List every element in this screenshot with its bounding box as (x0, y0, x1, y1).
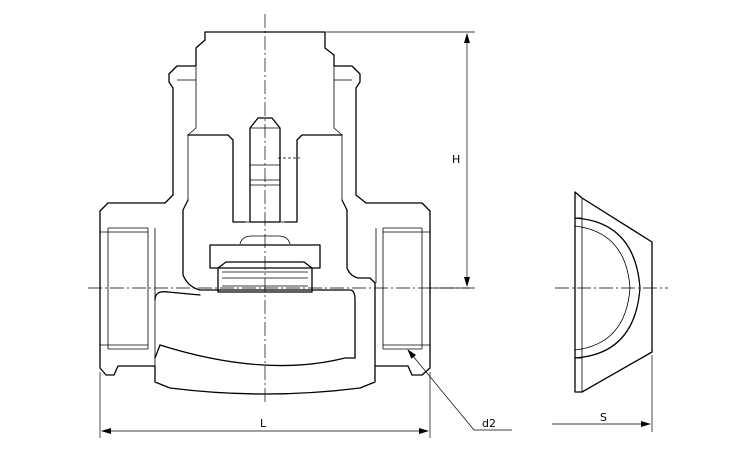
cavity-left-lower (182, 199, 356, 359)
right-port-threads (375, 227, 430, 350)
cavity-left-wall (187, 134, 246, 223)
lower-bowl (154, 291, 201, 301)
dimension-l: L (99, 372, 431, 438)
dimension-h: H (326, 31, 475, 289)
dimension-l-label: L (260, 417, 267, 430)
dimension-h-label: H (452, 153, 460, 166)
bonnet-inner-right (333, 79, 352, 200)
valve-body-outline (99, 31, 431, 395)
valve-stem (239, 117, 300, 245)
hex-outline (574, 191, 653, 393)
valve-front-view (88, 14, 470, 405)
lower-bowl-arc (154, 344, 356, 367)
cavity-right-lower (341, 199, 376, 367)
dimension-d2: d2 (407, 349, 512, 431)
valve-side-view (555, 191, 668, 393)
left-port-threads (100, 227, 156, 366)
dimension-s: S (552, 355, 653, 432)
dimension-d2-label: d2 (482, 417, 496, 430)
bonnet-inner-left (177, 79, 197, 200)
dimension-s-label: S (600, 411, 607, 424)
cavity-right-wall (284, 134, 343, 223)
